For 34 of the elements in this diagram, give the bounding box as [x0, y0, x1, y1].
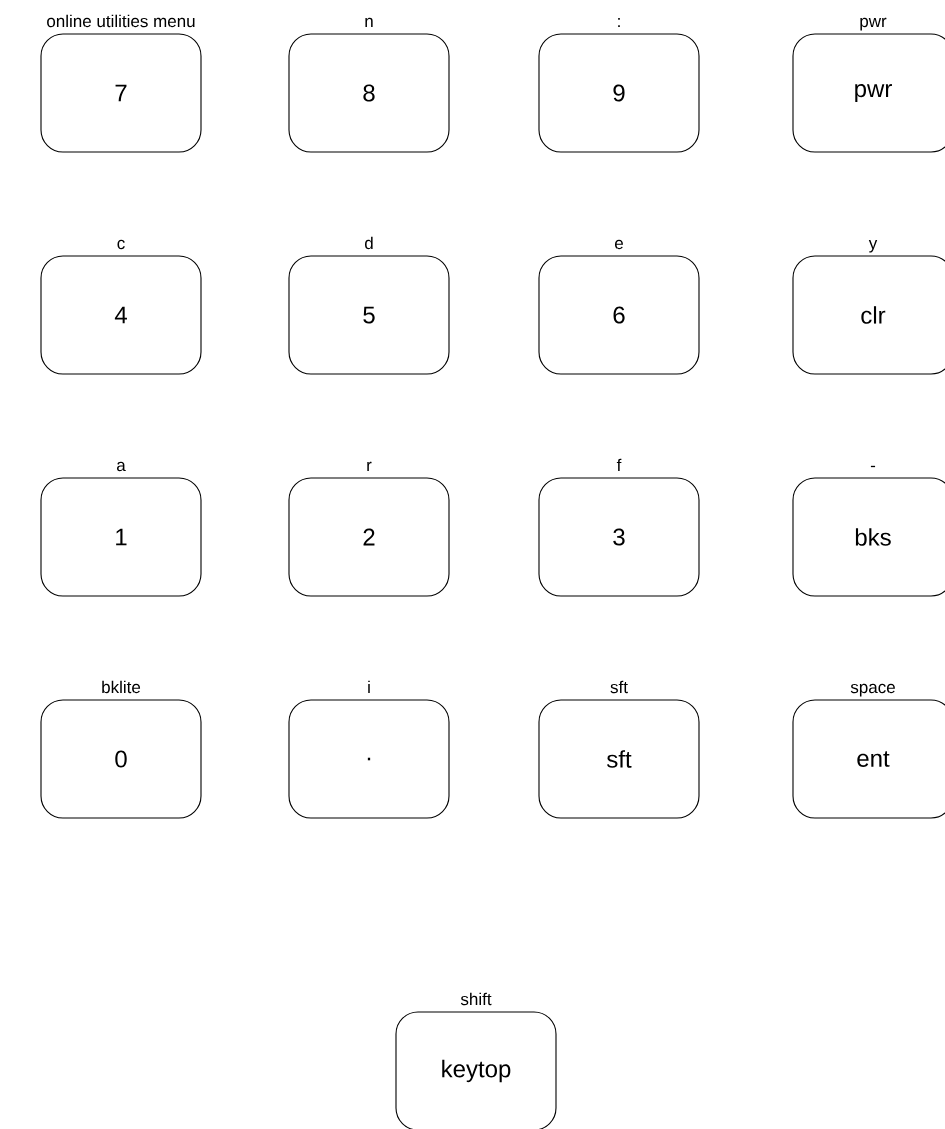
- key-label: pwr: [860, 17, 887, 31]
- key-label: c: [117, 239, 125, 250]
- key-label: bklite: [102, 680, 141, 694]
- key-label: a: [117, 461, 126, 472]
- key-box: 0: [40, 699, 202, 819]
- key-label: y: [868, 240, 878, 253]
- key-box: keytop: [395, 1011, 557, 1129]
- key-label: e: [615, 239, 623, 250]
- key-box: sft: [538, 699, 700, 819]
- key-box: .: [288, 699, 450, 819]
- key-box: 4: [40, 255, 202, 375]
- key-box: 2: [288, 477, 450, 597]
- key-label: n: [365, 17, 373, 27]
- key-box: 5: [288, 255, 450, 375]
- key-label: space: [850, 683, 895, 697]
- key-label: online utilities menu: [47, 14, 195, 28]
- key-box: bks: [792, 477, 945, 597]
- key-box: 8: [288, 33, 450, 153]
- key-label: -: [870, 465, 876, 468]
- key-label: sft: [610, 680, 628, 694]
- key-label: d: [365, 236, 373, 250]
- key-box: ent: [792, 699, 945, 819]
- key-box: 3: [538, 477, 700, 597]
- key-label: shift: [460, 992, 492, 1006]
- key-label: f: [616, 458, 622, 471]
- key-box: clr: [792, 255, 945, 375]
- key-label: :: [618, 18, 620, 27]
- key-box: pwr: [792, 33, 945, 153]
- key-box: 7: [40, 33, 202, 153]
- key-box: 1: [40, 477, 202, 597]
- key-label: i: [368, 680, 370, 693]
- key-box: 6: [538, 255, 700, 375]
- key-label: r: [367, 461, 372, 471]
- key-box: 9: [538, 33, 700, 153]
